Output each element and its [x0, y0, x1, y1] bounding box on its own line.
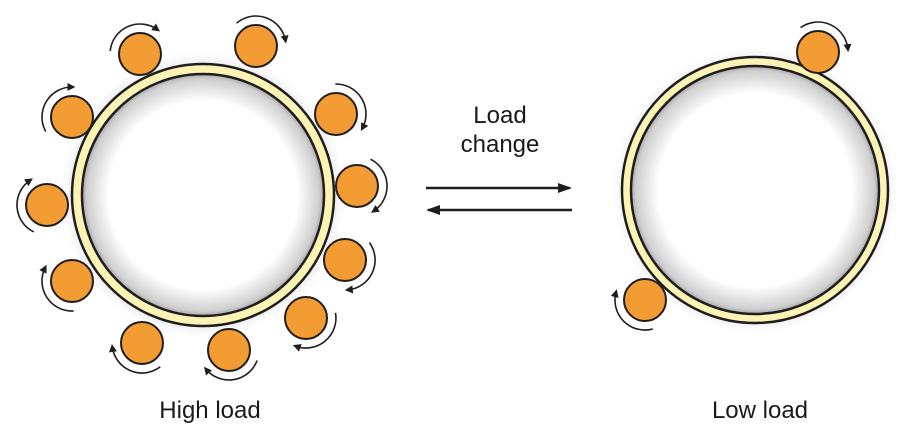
orange-ball-icon	[25, 183, 69, 227]
orange-ball-icon	[50, 259, 94, 303]
orange-ball-icon	[314, 92, 358, 136]
curved-arrow-icon	[370, 158, 388, 213]
curved-arrow-icon	[203, 360, 258, 381]
curved-arrow-icon	[335, 83, 369, 132]
low-load-balls	[610, 21, 852, 331]
curved-arrow-icon	[235, 15, 289, 44]
curved-arrow-icon	[41, 82, 76, 132]
orange-ball-icon	[335, 164, 379, 208]
curved-arrow-icon	[610, 289, 654, 331]
curved-arrow-icon	[344, 242, 376, 294]
curved-arrow-icon	[16, 178, 35, 233]
orange-ball-icon	[323, 238, 367, 282]
high-load-balls	[16, 15, 388, 381]
curved-arrow-icon	[292, 312, 337, 352]
high-load-label: High load	[159, 397, 261, 424]
orange-ball-icon	[50, 95, 94, 139]
curved-arrow-icon	[109, 23, 161, 51]
orange-ball-icon	[207, 328, 251, 372]
curved-arrow-icon	[39, 264, 74, 312]
curved-arrow-icon	[800, 21, 852, 53]
orange-ball-icon	[623, 278, 667, 322]
load-change-line2: change	[460, 130, 540, 158]
low-load-label: Low load	[711, 397, 809, 424]
curved-arrow-icon	[109, 344, 161, 374]
orange-ball-icon	[796, 30, 840, 74]
load-change-line1: Load	[473, 102, 527, 129]
orange-ball-icon	[284, 296, 328, 340]
equilibrium-arrows-icon	[426, 183, 572, 215]
orange-ball-icon	[234, 24, 278, 68]
high-load-ring	[57, 49, 349, 341]
load-change-label: Load change	[420, 102, 580, 160]
orange-ball-icon	[120, 321, 164, 365]
orange-ball-icon	[118, 32, 162, 76]
low-load-ring	[609, 44, 901, 336]
